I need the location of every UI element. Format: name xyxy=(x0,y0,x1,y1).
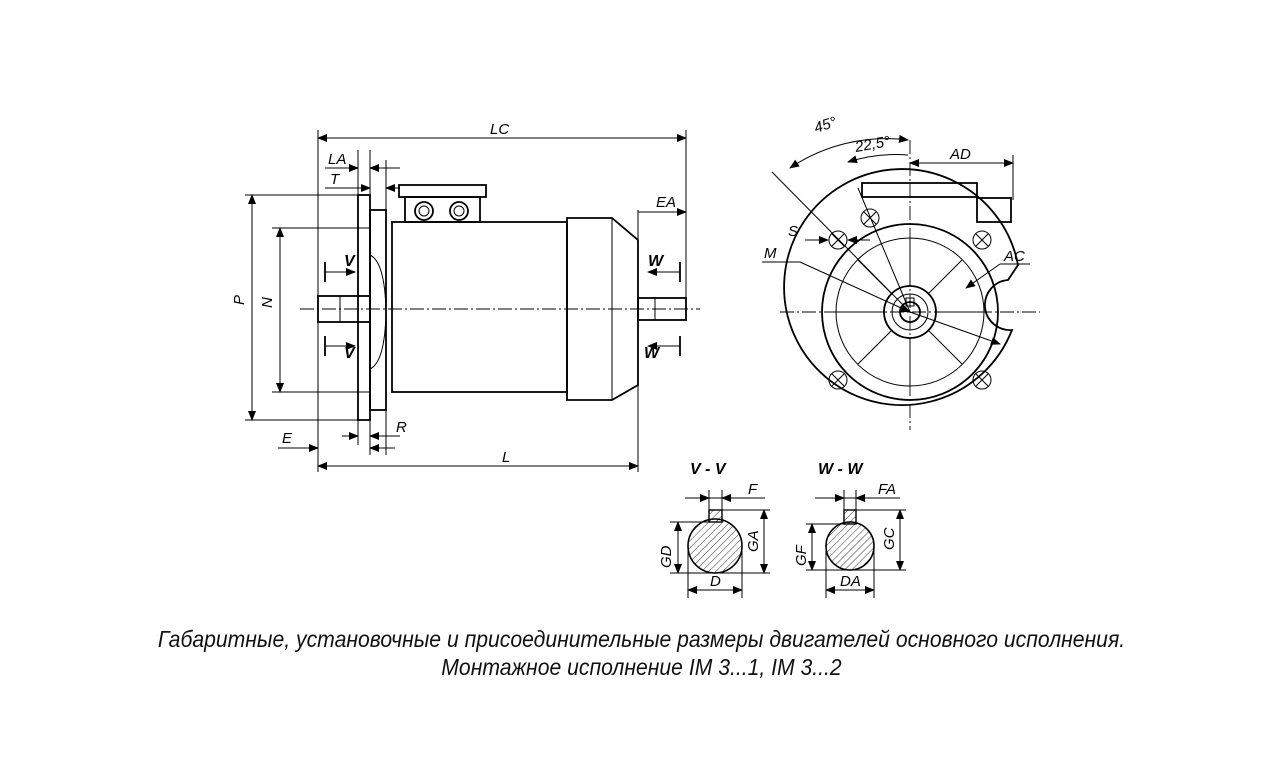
motor-body xyxy=(391,221,568,393)
gd-label: GD xyxy=(658,545,675,568)
m-label: M xyxy=(764,245,777,262)
section-ww: W - W FA GF GC DA xyxy=(793,461,906,598)
bolt-hole-icon xyxy=(828,370,848,390)
section-vv: V - V F GD GA D xyxy=(658,461,770,598)
ad-label: AD xyxy=(949,146,971,163)
gf-label: GF xyxy=(793,544,810,566)
caption-line-2: Монтажное исполнение IM 3...1, IM 3...2 xyxy=(441,654,842,680)
cable-gland-icon xyxy=(414,201,434,221)
angle-45-label: 45° xyxy=(812,114,839,137)
l-label: L xyxy=(502,449,510,466)
front-terminal-box xyxy=(861,182,978,198)
la-label: LA xyxy=(328,151,346,168)
s-label: S xyxy=(788,223,798,240)
bolt-holes xyxy=(828,208,992,390)
bearing-boss xyxy=(369,254,387,370)
key-ww xyxy=(843,509,857,525)
bolt-hole-icon xyxy=(972,230,992,250)
e-label: E xyxy=(282,430,293,447)
ea-label: EA xyxy=(656,194,676,211)
front-cable-gland xyxy=(976,197,1012,223)
ac-label: AC xyxy=(1003,248,1025,265)
f-label: F xyxy=(748,481,758,498)
v-top-label: V xyxy=(344,253,356,270)
ga-label: GA xyxy=(745,530,762,552)
v-bottom-label: V xyxy=(344,345,356,362)
shaft-section-ww xyxy=(825,521,875,571)
gc-label: GC xyxy=(881,527,898,550)
flange-spigot xyxy=(369,209,387,411)
w-top-label: W xyxy=(648,253,665,270)
front-view: 45° 22,5° AD S M AC xyxy=(762,114,1040,430)
bolt-hole-icon xyxy=(860,208,880,228)
motor-dimension-drawing: LC LA T EA P N V V W xyxy=(231,114,1040,598)
key-vv xyxy=(708,509,723,523)
section-ww-title: W - W xyxy=(818,461,864,478)
cable-gland-icon xyxy=(449,201,469,221)
w-bottom-label: W xyxy=(644,345,661,362)
lc-label: LC xyxy=(490,121,509,138)
n-label: N xyxy=(259,297,276,308)
terminal-box xyxy=(398,184,487,198)
da-label: DA xyxy=(840,573,861,590)
shaft-section-vv xyxy=(687,518,743,574)
angle-22-label: 22,5° xyxy=(853,133,892,156)
terminal-box-body xyxy=(404,196,481,223)
p-label: P xyxy=(231,295,248,305)
t-label: T xyxy=(330,171,341,188)
flange-plate xyxy=(357,194,371,421)
bolt-hole-icon xyxy=(972,370,992,390)
d-label: D xyxy=(710,573,721,590)
side-view: LC LA T EA P N V V W xyxy=(231,121,700,472)
r-label: R xyxy=(396,419,407,436)
fa-label: FA xyxy=(878,481,896,498)
section-vv-title: V - V xyxy=(690,461,727,478)
caption-line-1: Габаритные, установочные и присоединител… xyxy=(157,626,1126,652)
